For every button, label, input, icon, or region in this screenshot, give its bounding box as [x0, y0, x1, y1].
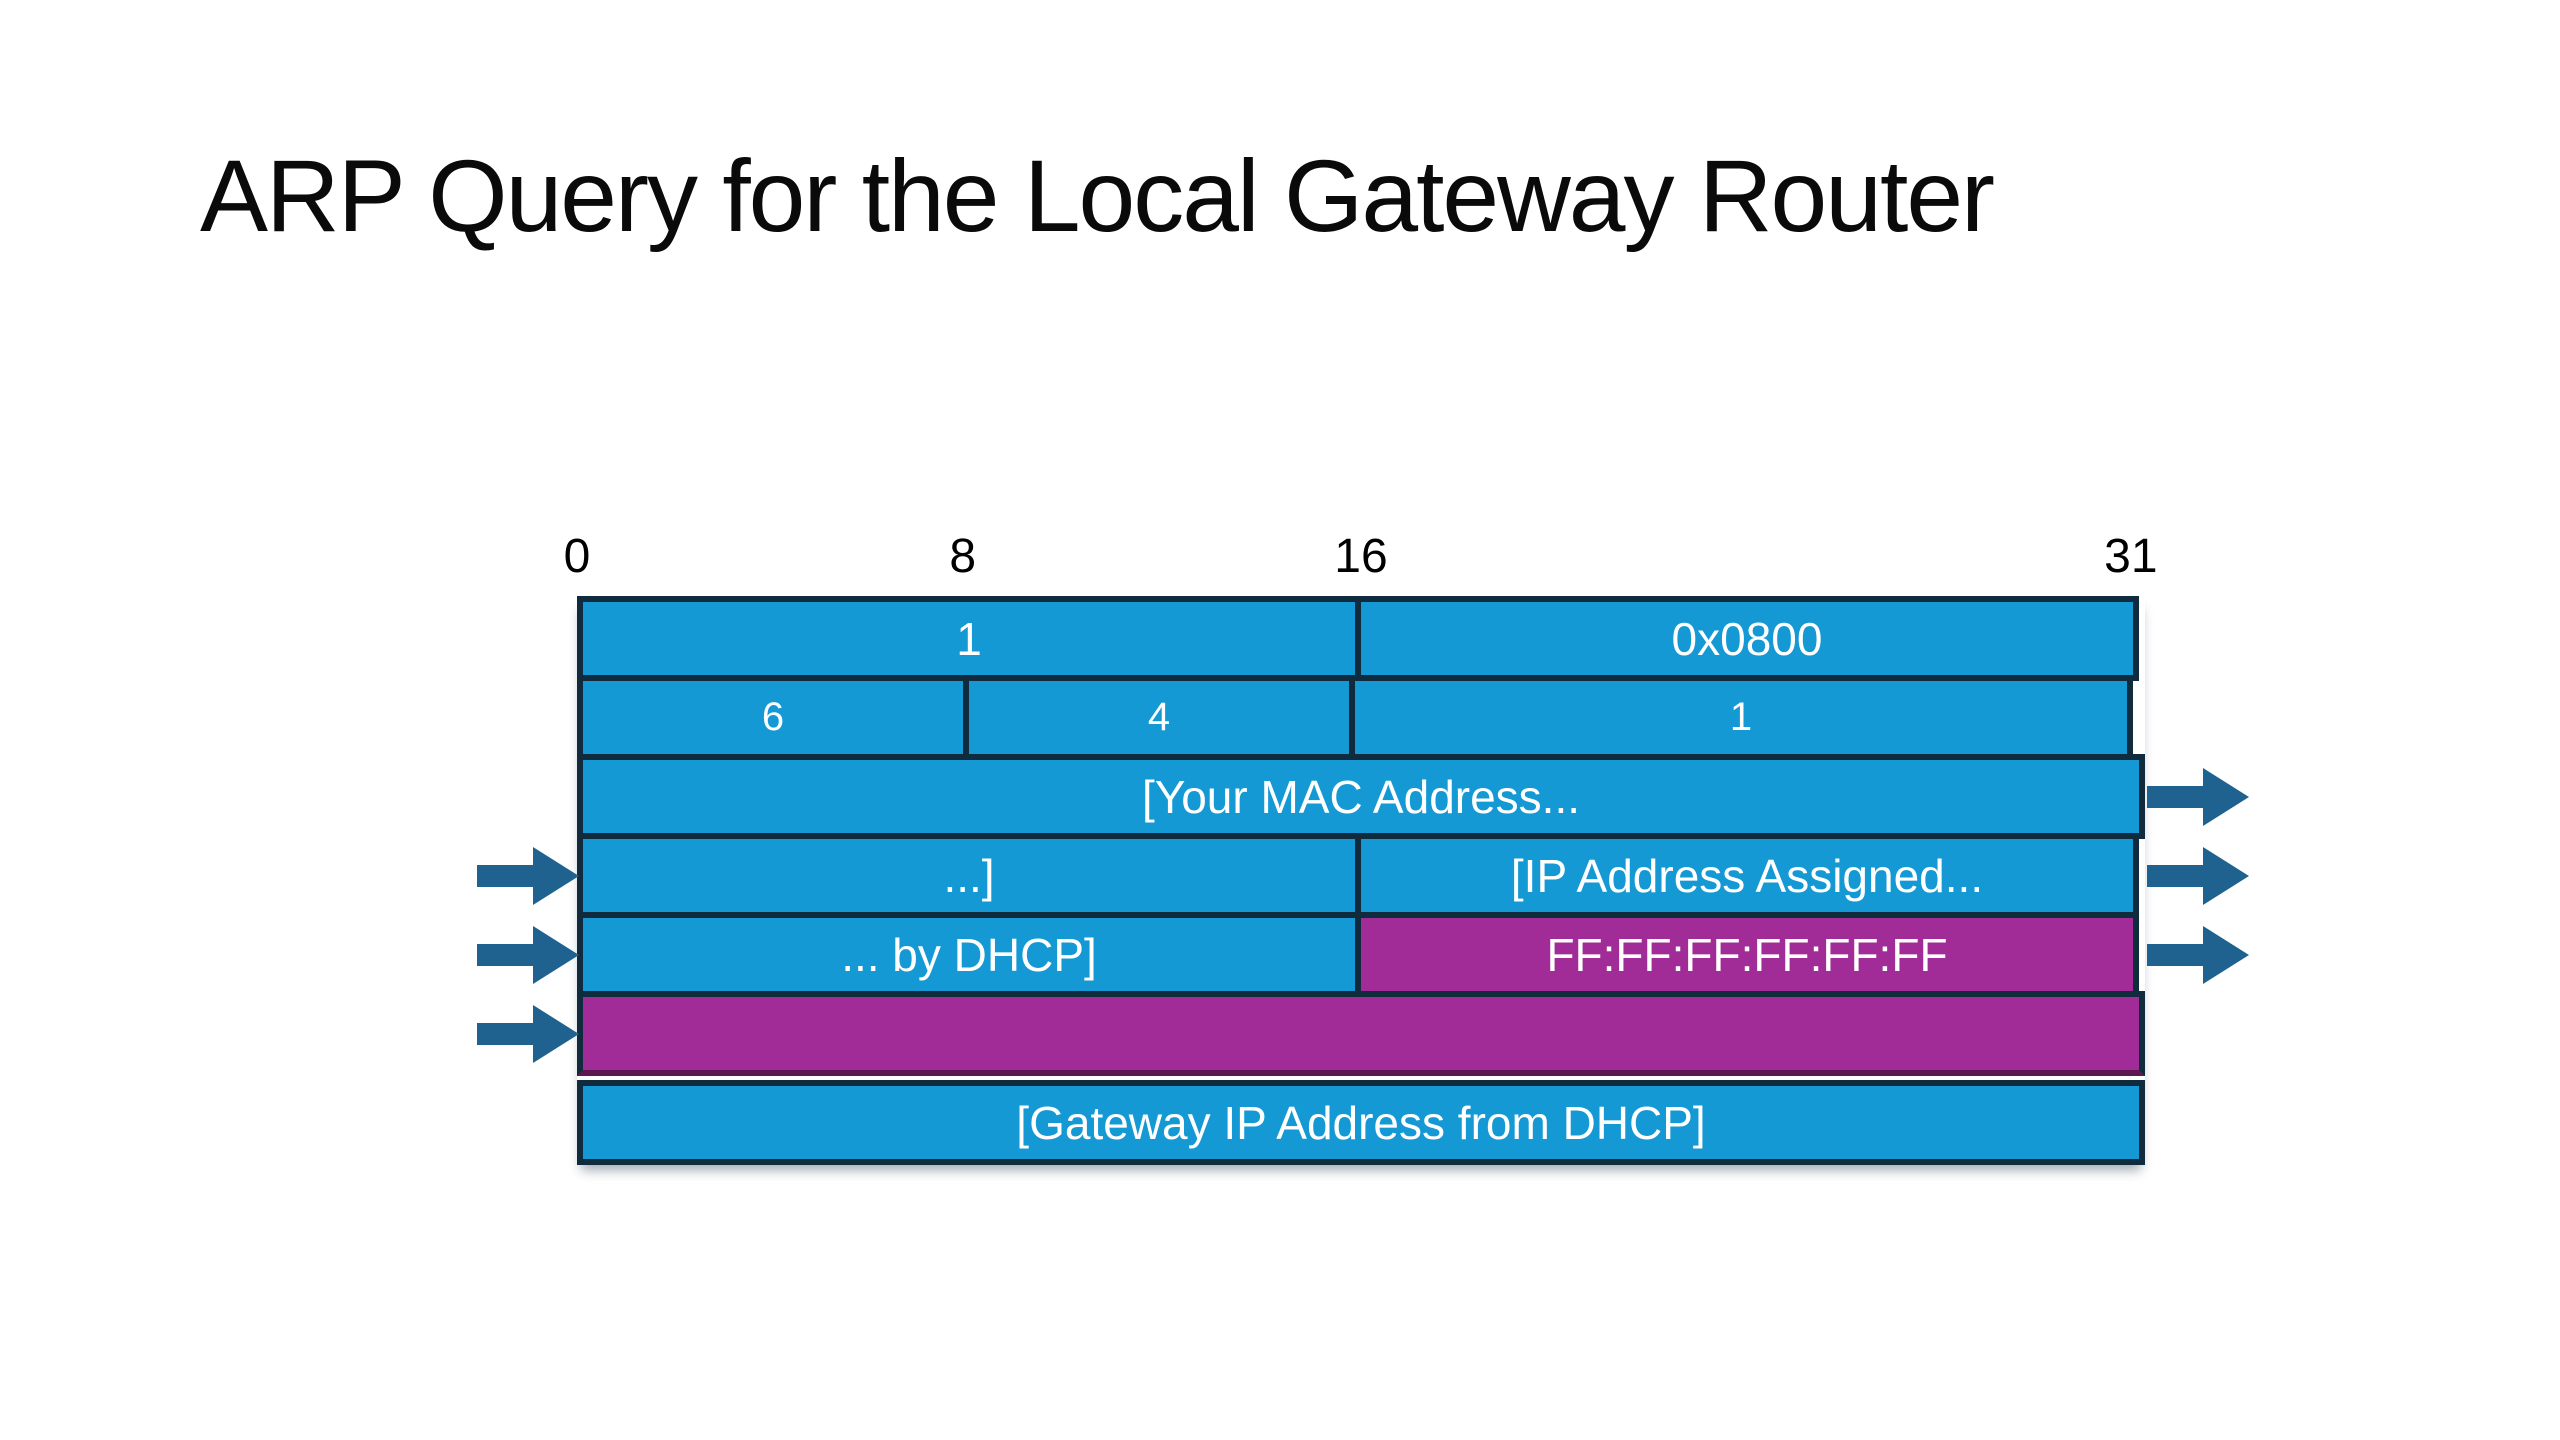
- field-value: 1: [956, 612, 982, 665]
- field-target-mac-broadcast: FF:FF:FF:FF:FF:FF: [1355, 912, 2139, 997]
- field-value: 0x0800: [1671, 612, 1823, 665]
- field-sender-mac: [Your MAC Address...: [577, 754, 2145, 839]
- field-value: [Gateway IP Address from DHCP]: [1016, 1096, 1706, 1149]
- right-arrow-icon: [477, 925, 579, 984]
- field-sender-mac-cont: ...]: [577, 833, 1361, 918]
- packet-row-target-ip: [Gateway IP Address from DHCP]: [577, 1080, 2145, 1165]
- field-plen: 4: [963, 675, 1355, 760]
- packet-row-sender-mac-2-sender-ip-1: ...] [IP Address Assigned...: [477, 833, 2249, 918]
- field-value: 6: [761, 695, 785, 739]
- packet-row-sender-ip-2-target-mac-1: ... by DHCP] FF:FF:FF:FF:FF:FF: [477, 912, 2249, 997]
- field-value: [Your MAC Address...: [1141, 770, 1581, 823]
- right-arrow-icon: [477, 1004, 579, 1063]
- right-arrow-icon: [2147, 846, 2249, 905]
- field-value: FF:FF:FF:FF:FF:FF: [1546, 928, 1948, 981]
- field-value: ...]: [943, 849, 995, 902]
- field-target-mac-cont: [577, 991, 2145, 1076]
- field-hardware-type: 1: [577, 596, 1361, 681]
- bit-label-16: 16: [1334, 530, 1388, 583]
- field-value: [IP Address Assigned...: [1510, 849, 1984, 902]
- arp-packet-diagram: 0 8 16 31 1 0x0800 6 4: [477, 530, 2249, 1165]
- packet-row-target-mac-2: [477, 991, 2145, 1076]
- bit-label-0: 0: [563, 530, 591, 583]
- right-arrow-icon: [477, 846, 579, 905]
- right-arrow-icon: [2147, 767, 2249, 826]
- field-target-ip: [Gateway IP Address from DHCP]: [577, 1080, 2145, 1165]
- packet-row-hlen-plen-operation: 6 4 1: [577, 675, 2145, 760]
- packet-table: 1 0x0800 6 4 1 [Your MAC Addre: [477, 596, 2249, 1165]
- page-title: ARP Query for the Local Gateway Router: [200, 139, 1995, 253]
- field-value: 1: [1729, 695, 1753, 739]
- packet-row-hardware-protocol-type: 1 0x0800: [577, 596, 2145, 681]
- field-sender-ip: [IP Address Assigned...: [1355, 833, 2139, 918]
- right-arrow-icon: [2147, 925, 2249, 984]
- bit-ruler: 0 8 16 31: [564, 524, 2158, 588]
- field-operation: 1: [1349, 675, 2133, 760]
- packet-row-sender-mac-1: [Your MAC Address...: [577, 754, 2249, 839]
- bit-label-8: 8: [949, 530, 977, 583]
- field-value: 4: [1147, 695, 1171, 739]
- field-value: ... by DHCP]: [841, 928, 1097, 981]
- bit-label-31: 31: [2104, 530, 2158, 583]
- field-protocol-type: 0x0800: [1355, 596, 2139, 681]
- field-hlen: 6: [577, 675, 969, 760]
- field-sender-ip-cont: ... by DHCP]: [577, 912, 1361, 997]
